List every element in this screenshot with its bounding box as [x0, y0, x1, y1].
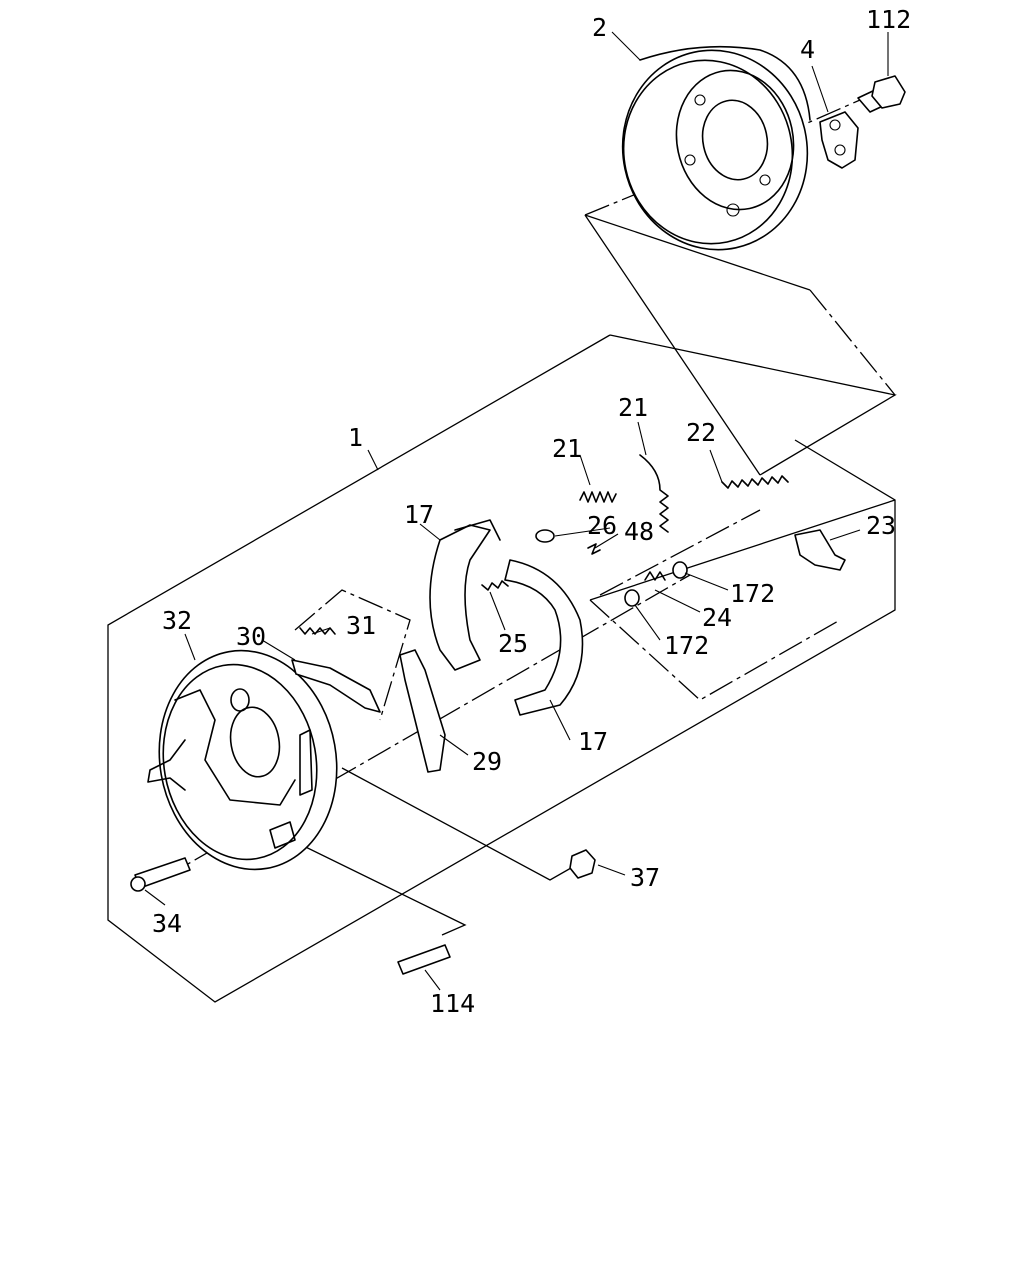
callout-17-front: 17 — [404, 500, 434, 529]
wheel-cylinder — [794, 529, 846, 571]
adjuster-lever — [291, 659, 381, 713]
hold-down-spring — [481, 580, 509, 591]
callout-48: 48 — [624, 517, 654, 546]
callout-172-right: 172 — [730, 579, 775, 608]
callout-2: 2 — [592, 13, 607, 42]
bracket — [819, 111, 859, 169]
callout-4: 4 — [800, 35, 815, 64]
brake-shoe-front — [429, 519, 501, 671]
callout-leaders — [144, 31, 889, 991]
return-spring-long — [639, 454, 669, 533]
callout-21-long: 21 — [618, 393, 648, 422]
callout-17-rear: 17 — [578, 727, 608, 756]
callout-114: 114 — [430, 989, 475, 1018]
washer — [535, 529, 555, 543]
brake-shoe-rear — [504, 559, 584, 716]
callout-29: 29 — [472, 747, 502, 776]
callout-172-left: 172 — [664, 631, 709, 660]
adjuster-spring — [299, 627, 336, 635]
return-spring-upper — [579, 491, 617, 503]
callout-30: 30 — [236, 622, 266, 651]
callout-37: 37 — [630, 863, 660, 892]
clip — [587, 543, 601, 555]
bleeder-screw — [857, 75, 906, 113]
callout-labels: 2 112 4 1 21 22 21 17 26 48 23 172 24 17… — [152, 5, 911, 1018]
callout-22: 22 — [686, 418, 716, 447]
callout-1: 1 — [348, 423, 363, 452]
nut — [569, 849, 596, 879]
brake-drum — [621, 45, 811, 251]
callout-23: 23 — [866, 511, 896, 540]
callout-34: 34 — [152, 909, 182, 938]
callout-31: 31 — [346, 611, 376, 640]
backing-plate — [147, 649, 338, 871]
stud — [397, 944, 451, 975]
spring-24 — [644, 571, 666, 581]
callout-21-upper: 21 — [552, 434, 582, 463]
callout-24: 24 — [702, 603, 732, 632]
spring-22 — [721, 475, 789, 489]
parking-lever — [399, 649, 446, 773]
callout-25: 25 — [498, 629, 528, 658]
bolt — [130, 857, 191, 892]
washer-172-b — [624, 589, 640, 607]
callout-26: 26 — [587, 511, 617, 540]
callout-32: 32 — [162, 606, 192, 635]
washer-172-a — [672, 561, 688, 579]
callout-112: 112 — [866, 5, 911, 34]
